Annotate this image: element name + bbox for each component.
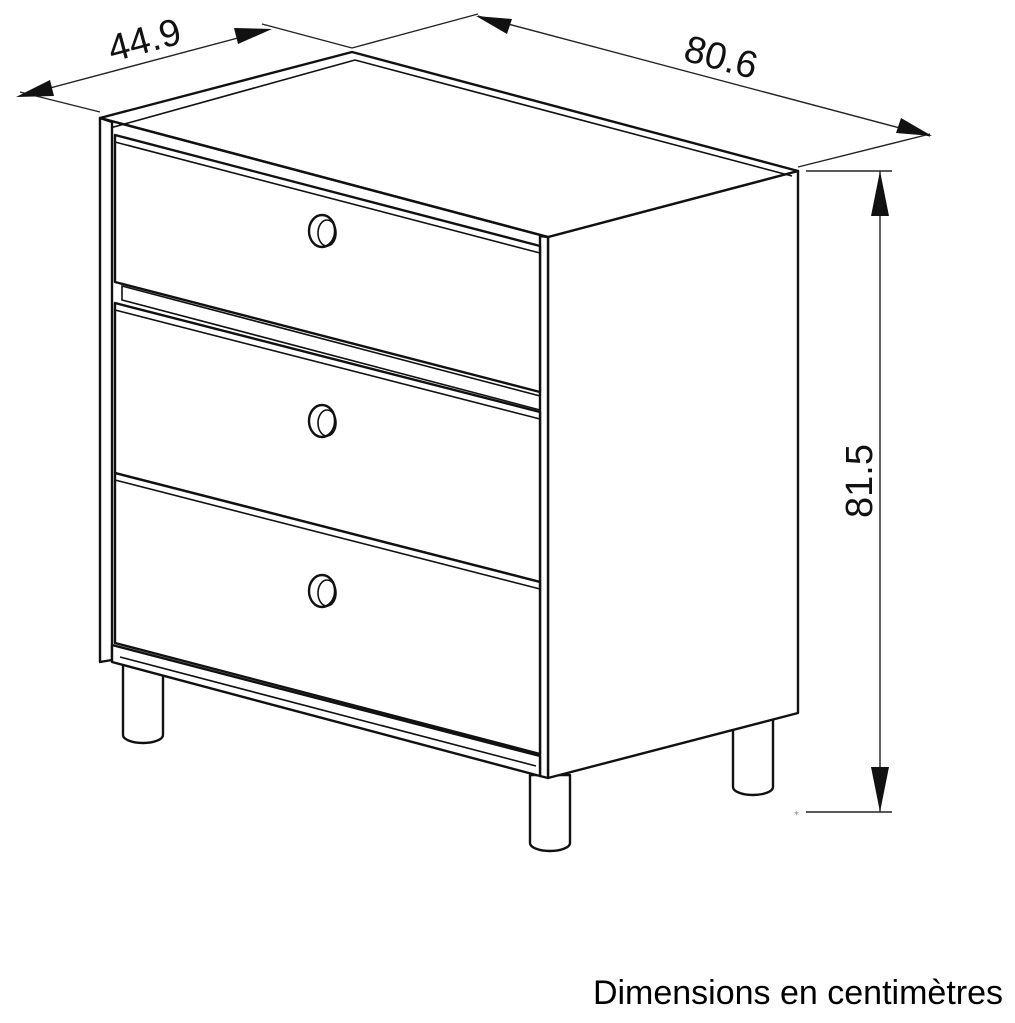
reference-marker: *	[794, 810, 799, 821]
units-caption: Dimensions en centimètres	[592, 974, 1003, 1012]
leg-back-left	[121, 663, 165, 745]
depth-label: 44.9	[103, 11, 185, 71]
drawer-top	[113, 133, 542, 412]
svg-text:*: *	[794, 810, 799, 821]
drawer-bottom	[113, 471, 542, 756]
knob-bottom	[307, 573, 337, 609]
leg-back-right	[731, 708, 775, 797]
width-label: 80.6	[680, 28, 762, 88]
height-dimension: 81.5	[806, 170, 892, 813]
knob-middle	[307, 403, 337, 439]
side-panel	[546, 169, 800, 780]
height-label: 81.5	[839, 444, 881, 518]
front-frame	[98, 116, 550, 780]
leg-front-right	[528, 773, 572, 853]
depth-dimension: 44.9	[16, 11, 353, 113]
knob-top	[307, 213, 337, 249]
